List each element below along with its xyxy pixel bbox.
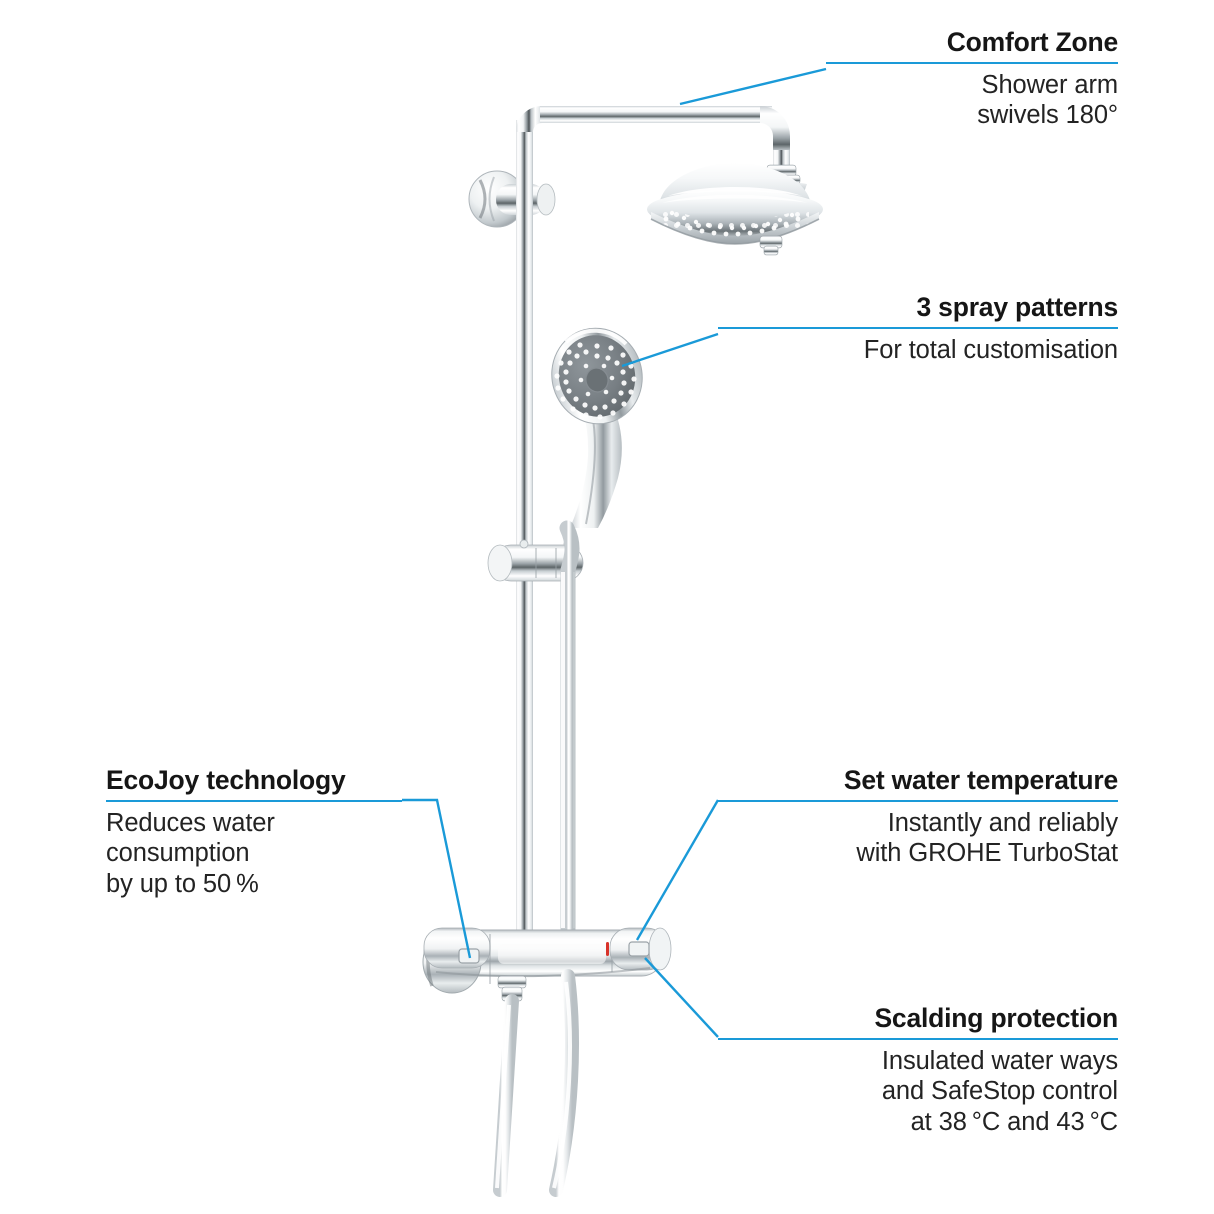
callout-rule (718, 1037, 1118, 1040)
callout-rule (718, 799, 1118, 802)
shower-hose-tails (493, 969, 579, 1197)
callout-ecojoy: EcoJoy technology Reduces water consumpt… (106, 766, 402, 899)
callout-title: Scalding protection (874, 1003, 1118, 1033)
callout-body-line: with GROHE TurboStat (856, 839, 1118, 868)
valve-temperature-knob[interactable] (609, 927, 672, 971)
callout-title: EcoJoy technology (106, 765, 346, 795)
callout-body-line: consumption (106, 839, 250, 868)
callout-body-line: Shower arm (981, 70, 1119, 99)
callout-body-line: Instantly and reliably (887, 808, 1118, 837)
callout-body-line: Insulated water ways (881, 1046, 1118, 1075)
callout-body-line: Reduces water (106, 808, 275, 837)
callout-body-line: at 38 °C and 43 °C (910, 1107, 1119, 1136)
callout-scalding-protection: Scalding protection Insulated water ways… (718, 1004, 1118, 1137)
callout-body-line: and SafeStop control (881, 1077, 1118, 1106)
hand-shower-nozzles (554, 342, 637, 420)
leader-comfort-zone (679, 67, 827, 106)
shower-hose (559, 520, 580, 938)
callout-body-line: For total customisation (863, 335, 1118, 364)
callout-body-line: swivels 180° (977, 101, 1118, 130)
leader-scalding-protection (644, 957, 719, 1038)
callout-rule (826, 61, 1118, 64)
callout-body-line: by up to 50 % (106, 869, 259, 898)
callout-spray-patterns: 3 spray patterns For total customisation (718, 293, 1118, 365)
overhead-shower-head (647, 163, 823, 256)
callout-rule (718, 326, 1118, 329)
leader-set-water-temperature (635, 799, 720, 941)
hand-shower (551, 327, 643, 528)
callout-comfort-zone: Comfort Zone Shower arm swivels 180° (826, 28, 1118, 131)
leader-ecojoy (402, 798, 472, 959)
overhead-nozzle-row (663, 210, 801, 237)
callout-title: Set water temperature (843, 765, 1118, 795)
leader-spray-patterns (621, 332, 719, 368)
temperature-index-mark (606, 942, 609, 956)
callout-title: Comfort Zone (946, 27, 1119, 57)
callout-rule (106, 799, 402, 802)
callout-title: 3 spray patterns (916, 292, 1118, 322)
callout-set-water-temperature: Set water temperature Instantly and reli… (718, 766, 1118, 869)
riser-rail (516, 106, 790, 932)
